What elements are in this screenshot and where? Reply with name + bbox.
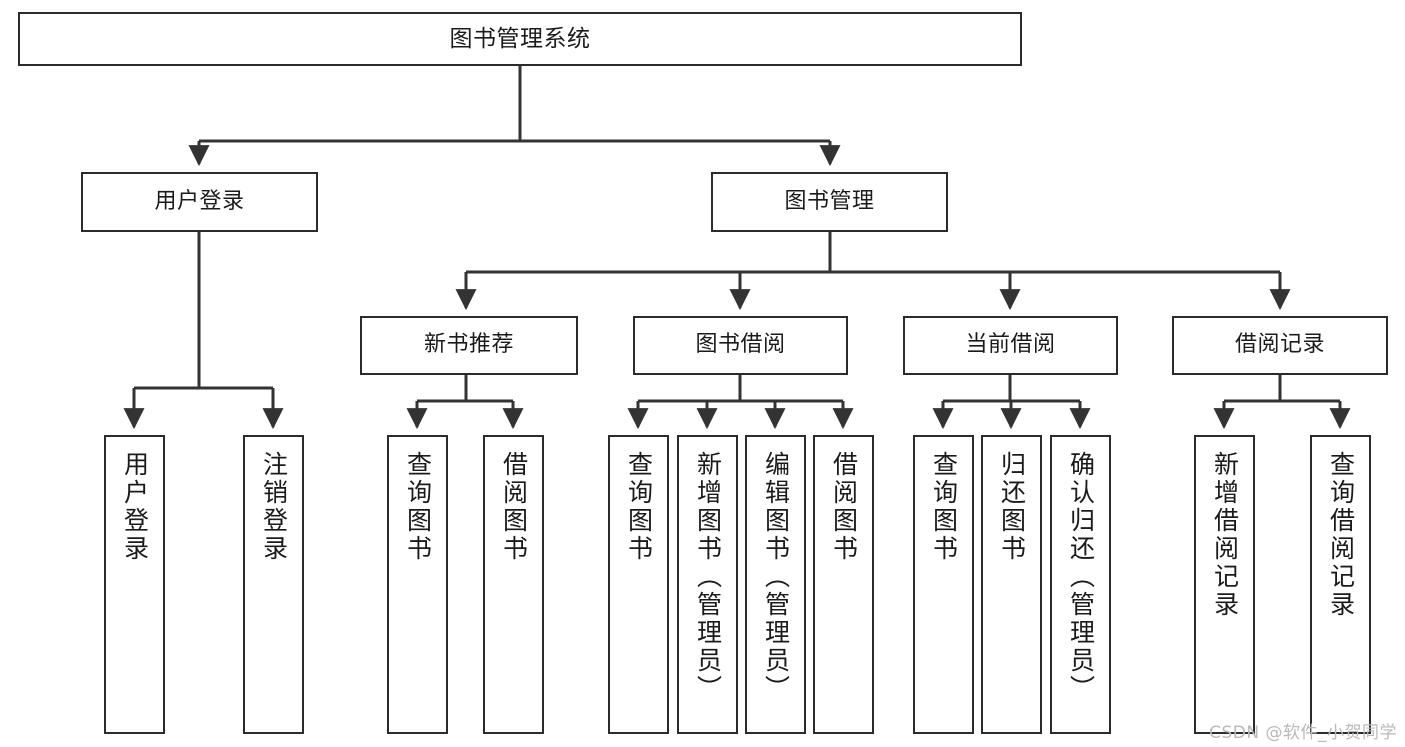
node-leaf-add-book-admin[interactable]: 新增图书（管理员） [677,435,738,734]
node-leaf-confirm-return-admin[interactable]: 确认归还（管理员） [1050,435,1111,734]
node-current-borrow-label: 当前借阅 [965,332,1056,358]
node-leaf-logout-login[interactable]: 注销登录 [243,435,304,734]
node-borrow-record-label: 借阅记录 [1234,332,1325,358]
node-new-book-recommend[interactable]: 新书推荐 [360,316,578,375]
node-user-login[interactable]: 用户登录 [81,172,318,232]
node-leaf-query-book-rec[interactable]: 查询图书 [387,435,448,734]
node-book-manage[interactable]: 图书管理 [711,172,948,232]
edge-recommend-to-leaves [406,375,524,430]
edge-bookborrow-to-leaves [627,375,854,430]
node-leaf-return-book[interactable]: 归还图书 [981,435,1042,734]
node-leaf-user-login-label: 用户登录 [120,451,150,563]
node-leaf-query-book-rec-label: 查询图书 [403,451,433,563]
node-root[interactable]: 图书管理系统 [18,12,1022,66]
node-book-borrow-label: 图书借阅 [695,332,786,358]
node-leaf-borrow-book[interactable]: 借阅图书 [813,435,874,734]
node-leaf-query-book-current-label: 查询图书 [929,451,959,563]
node-root-label: 图书管理系统 [449,25,591,52]
node-borrow-record[interactable]: 借阅记录 [1172,316,1388,375]
node-leaf-edit-book-admin-label: 编辑图书（管理员） [761,451,791,703]
node-leaf-user-login[interactable]: 用户登录 [104,435,165,734]
node-leaf-query-book-borrow-label: 查询图书 [624,451,654,563]
node-leaf-query-book-current[interactable]: 查询图书 [913,435,974,734]
node-book-manage-label: 图书管理 [784,188,875,214]
node-leaf-query-borrow-record-label: 查询借阅记录 [1326,451,1356,619]
node-current-borrow[interactable]: 当前借阅 [903,316,1118,375]
node-leaf-query-borrow-record[interactable]: 查询借阅记录 [1310,435,1371,734]
node-leaf-add-borrow-record-label: 新增借阅记录 [1210,451,1240,619]
node-book-borrow[interactable]: 图书借阅 [633,316,848,375]
node-leaf-return-book-label: 归还图书 [997,451,1027,563]
node-leaf-query-book-borrow[interactable]: 查询图书 [608,435,669,734]
edge-currentborrow-to-leaves [932,375,1091,430]
edge-userlogin-to-leaves [123,232,284,430]
node-leaf-borrow-book-rec-label: 借阅图书 [499,451,529,563]
node-leaf-add-book-admin-label: 新增图书（管理员） [693,451,723,703]
node-leaf-borrow-book-label: 借阅图书 [829,451,859,563]
edge-borrowrecord-to-leaves [1213,375,1351,430]
edge-root-to-level2 [188,66,841,167]
node-leaf-edit-book-admin[interactable]: 编辑图书（管理员） [745,435,806,734]
node-leaf-confirm-return-admin-label: 确认归还（管理员） [1066,451,1096,703]
node-new-book-recommend-label: 新书推荐 [423,332,514,358]
node-leaf-logout-login-label: 注销登录 [259,451,289,563]
node-user-login-label: 用户登录 [154,188,245,214]
node-leaf-add-borrow-record[interactable]: 新增借阅记录 [1194,435,1255,734]
edge-bookmanage-to-level3 [455,232,1291,311]
node-leaf-borrow-book-rec[interactable]: 借阅图书 [483,435,544,734]
